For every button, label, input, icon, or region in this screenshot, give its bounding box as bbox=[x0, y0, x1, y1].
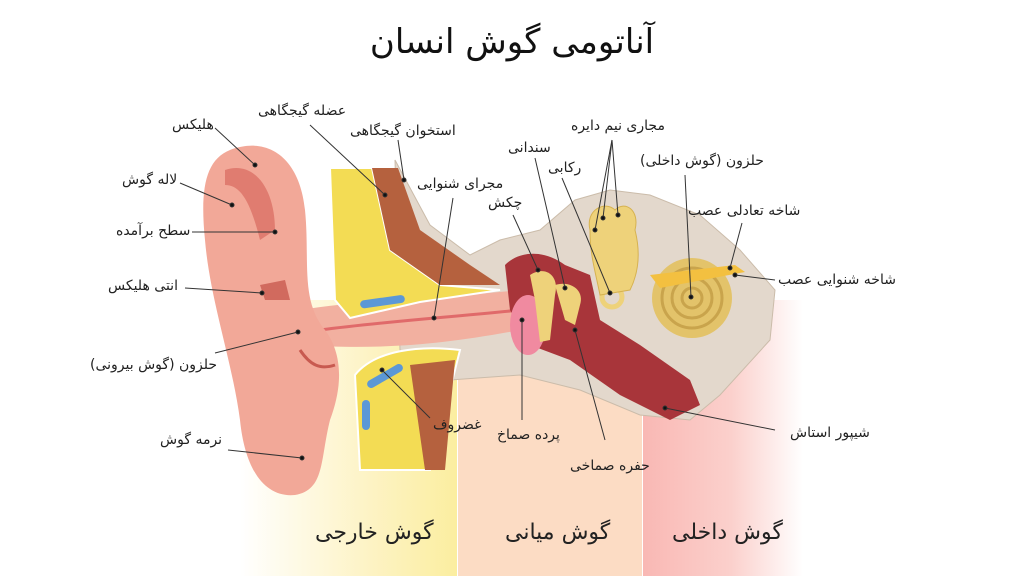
section-middle-ear: گوش میانی bbox=[505, 520, 611, 545]
section-outer-ear: گوش خارجی bbox=[315, 520, 434, 545]
label-temporal-bone: استخوان گیجگاهی bbox=[350, 123, 456, 139]
label-tympanic-cavity: حفره صماخی bbox=[570, 458, 650, 474]
label-malleus: چکش bbox=[488, 195, 523, 211]
label-cartilage: غضروف bbox=[433, 417, 482, 433]
pinna bbox=[203, 145, 340, 496]
label-cochlear-nerve: شاخه شنوایی عصب bbox=[778, 272, 896, 288]
cartilage-lower-1 bbox=[367, 364, 403, 388]
malleus bbox=[530, 271, 556, 342]
label-outer-concha: حلزون (گوش بیرونی) bbox=[90, 357, 218, 373]
nerve bbox=[650, 265, 745, 288]
cartilage-upper bbox=[360, 295, 405, 309]
section-inner-ear: گوش داخلی bbox=[672, 520, 783, 545]
page-title: آناتومی گوش انسان bbox=[369, 22, 655, 62]
label-stapes: رکابی bbox=[548, 160, 582, 176]
incus bbox=[555, 283, 581, 325]
label-eardrum: پرده صماخ bbox=[497, 427, 560, 443]
label-raised-surface: سطح برآمده bbox=[116, 223, 191, 239]
lower-muscle bbox=[410, 360, 455, 470]
label-eustachian-tube: شیپور استاش bbox=[790, 425, 870, 441]
label-semicircular-canals: مجاری نیم دایره bbox=[571, 118, 665, 134]
label-cochlea: حلزون (گوش داخلی) bbox=[640, 153, 764, 169]
label-earlobe: نرمه گوش bbox=[160, 432, 223, 448]
temporal-muscle bbox=[372, 168, 500, 285]
label-incus: سندانی bbox=[508, 140, 551, 156]
label-auricle: لاله گوش bbox=[122, 172, 178, 188]
label-antihelix: انتی هلیکس bbox=[108, 278, 178, 294]
label-vestibular-nerve: شاخه تعادلی عصب bbox=[688, 203, 801, 219]
label-temporal-muscle: عضله گیجگاهی bbox=[258, 103, 347, 119]
cartilage-lower-2 bbox=[362, 400, 370, 430]
label-helix: هلیکس bbox=[172, 117, 214, 133]
label-ear-canal: مجرای شنوایی bbox=[417, 176, 504, 192]
